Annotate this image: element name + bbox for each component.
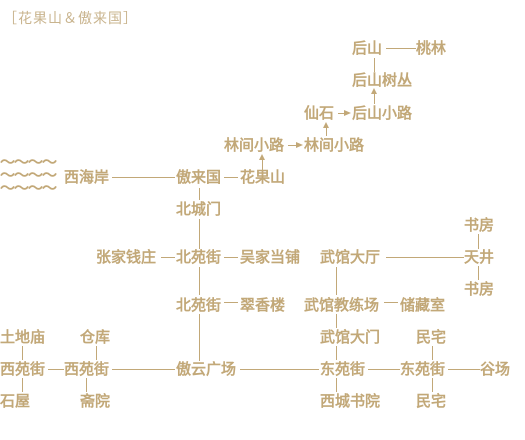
path-cangku-xiyuan2 — [96, 346, 97, 360]
room-taolin[interactable]: 桃林 — [416, 39, 447, 57]
room-linjian-xiaolu[interactable]: 林间小路 — [304, 136, 365, 154]
arrow-right-icon — [344, 110, 351, 116]
room-wuguan-dating[interactable]: 武馆大厅 — [320, 248, 381, 266]
room-chucangshi[interactable]: 储藏室 — [400, 296, 446, 314]
room-cuixianglou[interactable]: 翠香楼 — [240, 296, 286, 314]
path-beiyuanjie-beiyuanjie2 — [199, 267, 200, 295]
room-guchang[interactable]: 谷场 — [480, 360, 511, 378]
path-tianjing-shufang2 — [478, 266, 479, 280]
room-zhaiyuan[interactable]: 斋院 — [80, 392, 111, 410]
room-dongyuanjie[interactable]: 东苑街 — [320, 360, 366, 378]
room-minzhai[interactable]: 民宅 — [416, 328, 447, 346]
arrow-up-icon — [259, 154, 265, 160]
room-xicheng-shuyuan[interactable]: 西城书院 — [320, 392, 381, 410]
room-houshan-xiaolu[interactable]: 后山小路 — [352, 104, 413, 122]
path-aolaiguo-linjian — [262, 156, 263, 170]
room-xihaian[interactable]: 西海岸 — [64, 168, 110, 186]
room-tudimiao[interactable]: 土地庙 — [0, 328, 46, 346]
path-dongyuan-shuyuan — [336, 378, 337, 392]
path-beiyuanjie-wujia — [224, 257, 238, 258]
path-houshan-taolin — [386, 48, 416, 49]
room-huaguoshan[interactable]: 花果山 — [240, 168, 286, 186]
arrow-up-icon — [323, 122, 329, 128]
path-linjian-linjian — [288, 145, 298, 146]
room-minzhai[interactable]: 民宅 — [416, 392, 447, 410]
room-dongyuanjie[interactable]: 东苑街 — [400, 360, 446, 378]
room-xiyuanjie[interactable]: 西苑街 — [0, 360, 46, 378]
arrow-right-icon — [296, 142, 303, 148]
path-shucong-xiaolu — [374, 90, 375, 104]
room-houshan[interactable]: 后山 — [352, 39, 383, 57]
path-jiaolian-chucang — [384, 302, 398, 303]
path-dongyuan2-minzhai2 — [432, 378, 433, 392]
path-linjian-xianshi — [326, 124, 327, 136]
room-zhangjia-qianzhuang[interactable]: 张家钱庄 — [96, 248, 157, 266]
room-houshan-shucong[interactable]: 后山树丛 — [352, 71, 413, 89]
path-damen-dongyuan — [336, 346, 337, 360]
path-beiyuanjie2-cuixiang — [224, 302, 238, 303]
path-xihaian-aolaiguo — [112, 177, 175, 178]
path-dating-jiaolian — [336, 267, 337, 295]
map-title: ［花果山＆傲来国］ — [3, 11, 138, 27]
room-linjian-xiaolu[interactable]: 林间小路 — [224, 136, 285, 154]
room-tianjing[interactable]: 天井 — [464, 248, 495, 266]
arrow-up-icon — [371, 88, 377, 94]
path-beiyuanjie2-aoyun — [199, 314, 200, 361]
room-aoyun-guangchang[interactable]: 傲云广场 — [176, 360, 237, 378]
room-xianshi[interactable]: 仙石 — [304, 104, 335, 122]
room-xiyuanjie[interactable]: 西苑街 — [64, 360, 110, 378]
path-xiyuan2-zhaiyuan — [86, 378, 87, 392]
path-tudimiao-xiyuan1 — [22, 346, 23, 360]
path-wuguan-tianjing — [386, 257, 464, 258]
path-shufang1-tianjing — [478, 234, 479, 249]
path-dongyuan-dongyuan2 — [368, 369, 400, 370]
path-aolaiguo-huaguoshan — [224, 177, 238, 178]
path-xiyuan1-xiyuan2 — [48, 369, 64, 370]
room-shufang[interactable]: 书房 — [464, 280, 495, 298]
path-xiyuan1-shiwu — [22, 378, 23, 392]
sea-icon: ～～～～ ～～～～ ～～～～ — [0, 153, 57, 197]
path-xiyuan2-aoyun — [112, 369, 175, 370]
path-jiaolian-damen — [336, 314, 337, 328]
path-aolaiguo-beichengmen — [199, 188, 200, 200]
room-wujia-dangpu[interactable]: 吴家当铺 — [240, 248, 301, 266]
room-beiyuanjie[interactable]: 北苑街 — [176, 296, 222, 314]
room-wuguan-jiaoliangchang[interactable]: 武馆教练场 — [304, 296, 380, 314]
path-dongyuan2-guchang — [448, 369, 480, 370]
path-zhangjia-beiyuanjie — [161, 257, 175, 258]
room-cangku[interactable]: 仓库 — [80, 328, 111, 346]
room-aolaiguo[interactable]: 傲来国 — [176, 168, 222, 186]
room-beiyuanjie[interactable]: 北苑街 — [176, 248, 222, 266]
path-aoyun-dongyuan — [240, 369, 319, 370]
path-beichengmen-beiyuanjie — [199, 219, 200, 249]
path-xianshi-xiaolu — [338, 113, 346, 114]
path-minzhai1-dongyuan2 — [432, 346, 433, 360]
room-shufang[interactable]: 书房 — [464, 216, 495, 234]
room-wuguan-damen[interactable]: 武馆大门 — [320, 328, 381, 346]
room-shiwu[interactable]: 石屋 — [0, 392, 31, 410]
room-beichengmen[interactable]: 北城门 — [176, 200, 222, 218]
path-houshan-shucong — [374, 58, 375, 72]
